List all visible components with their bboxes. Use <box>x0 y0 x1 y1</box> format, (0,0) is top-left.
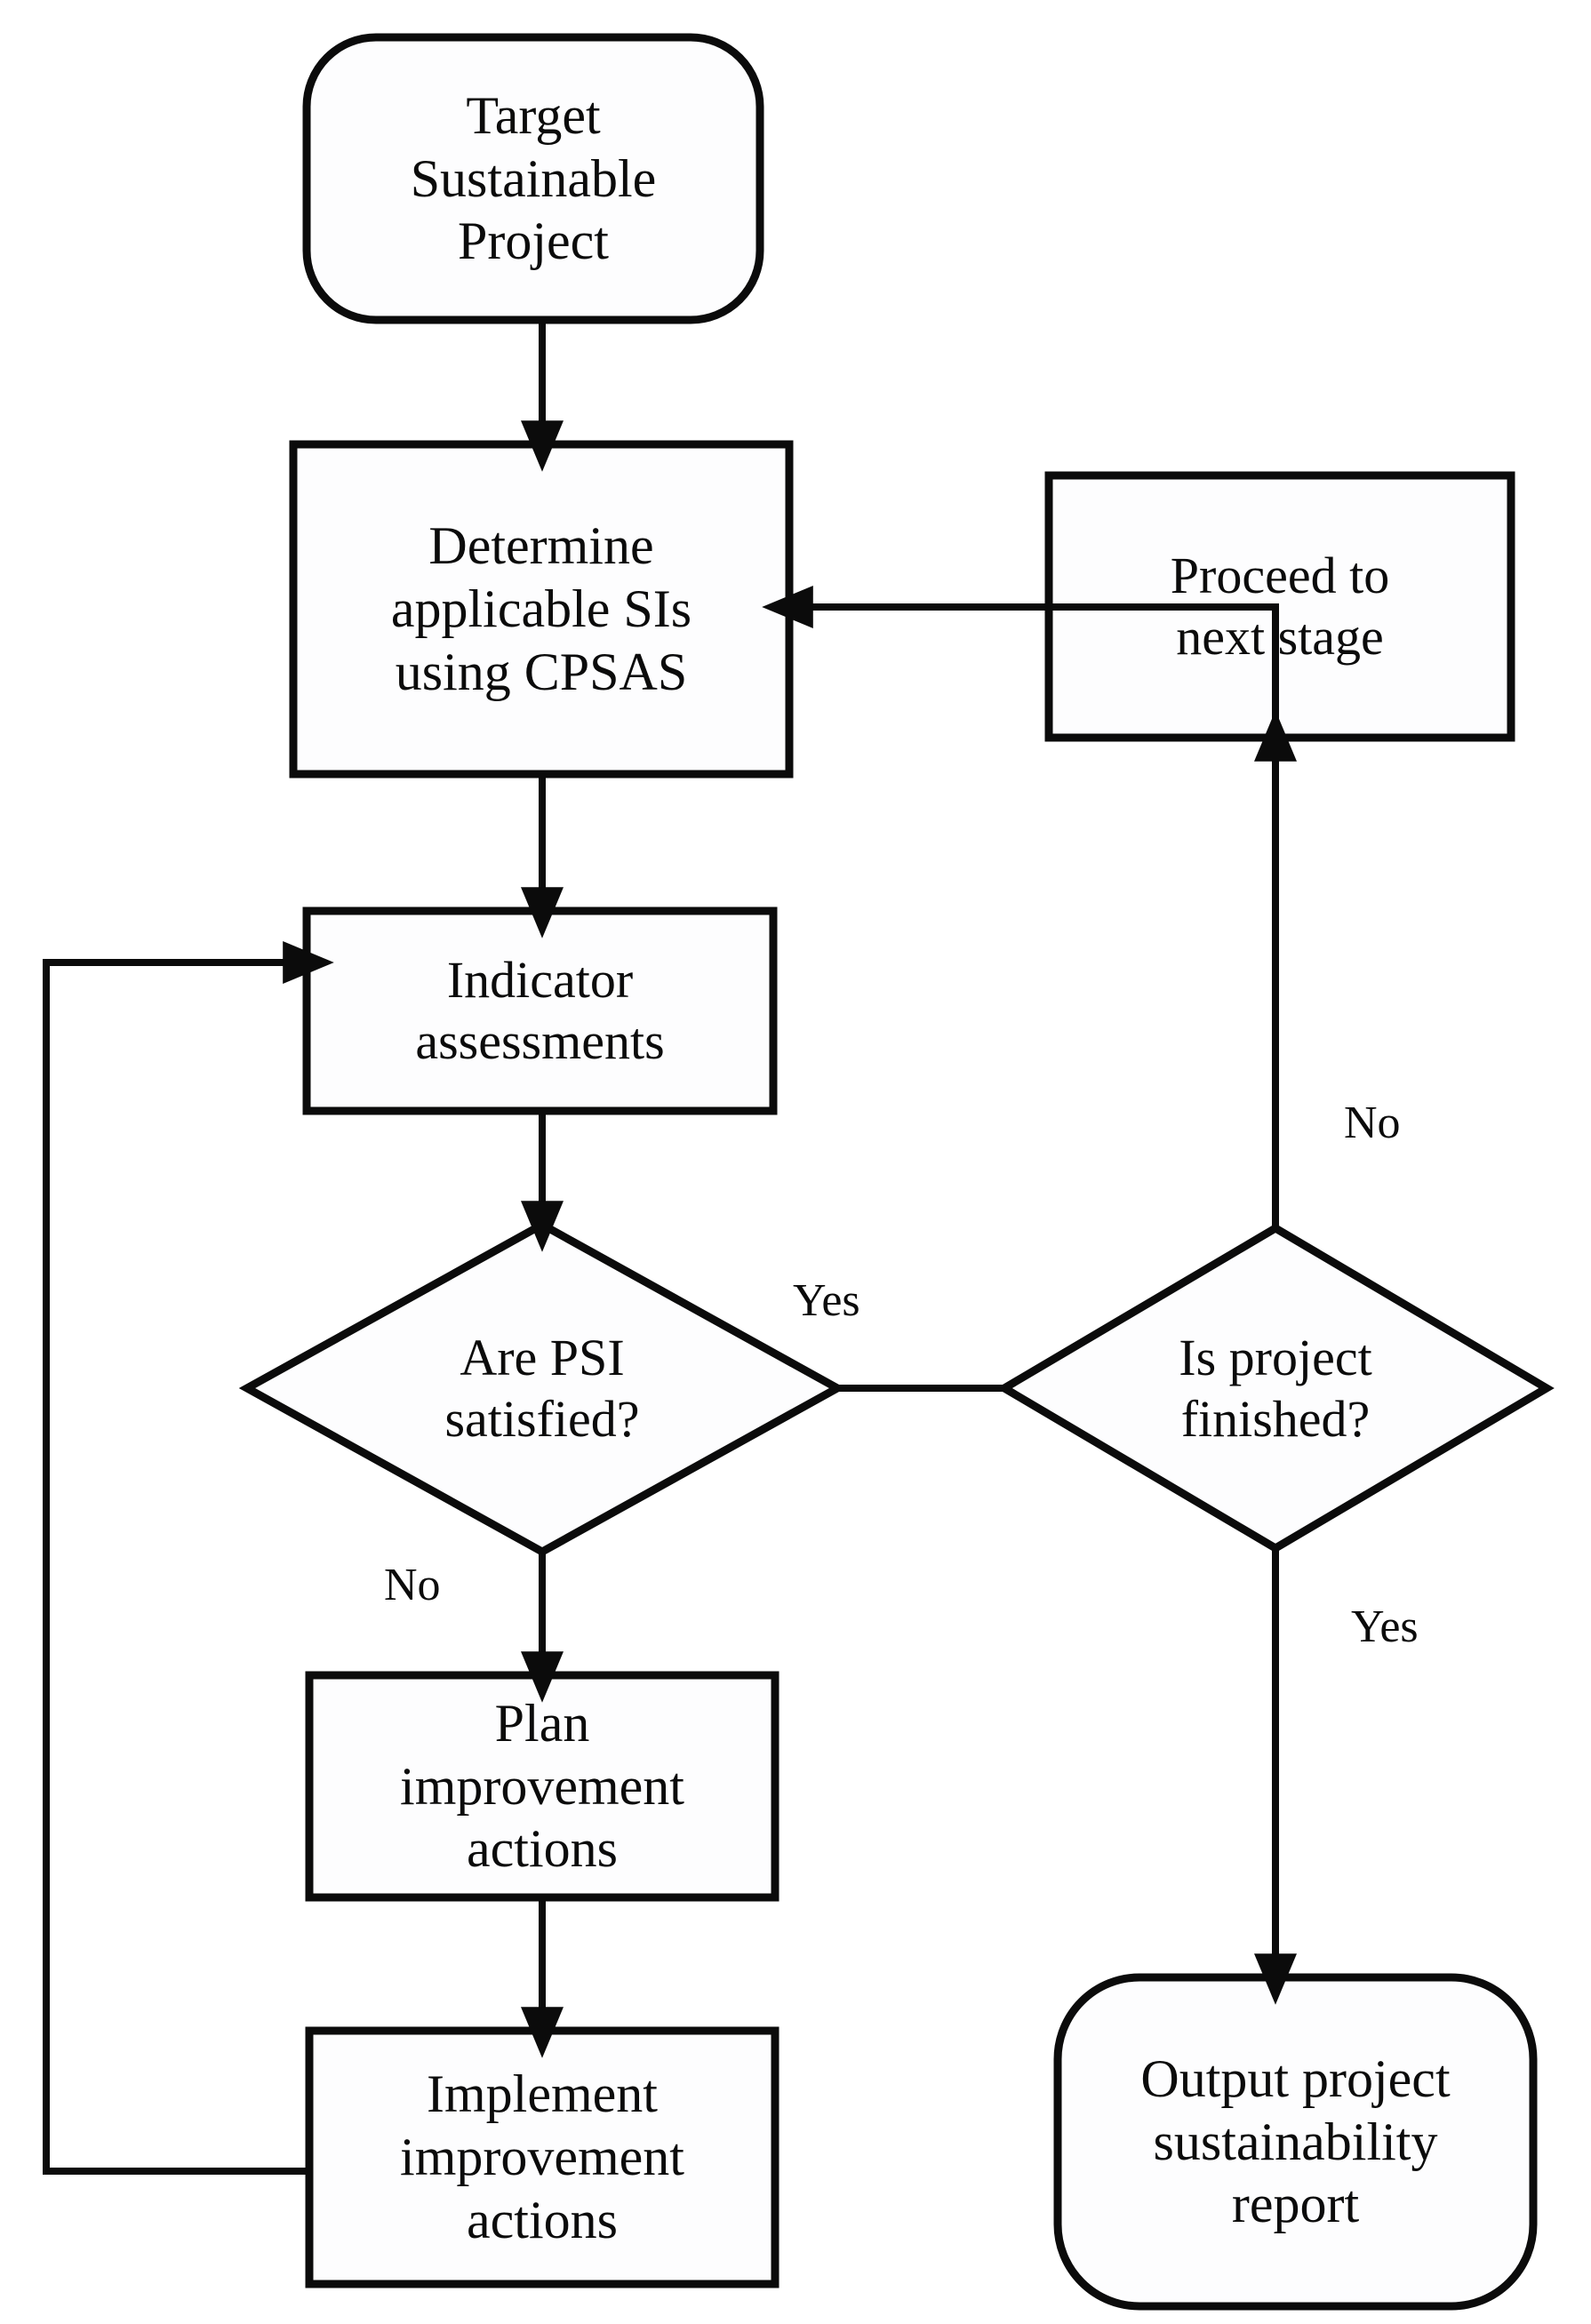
node-shape-target-project[interactable] <box>302 33 764 324</box>
edge-label-psi-yes: Yes <box>793 1275 860 1326</box>
edge-implement-to-indicator <box>43 941 334 2175</box>
edge-label-psi-no: No <box>384 1560 441 1610</box>
edge-label-finished-yes: Yes <box>1351 1601 1419 1652</box>
edge-label-finished-no: No <box>1344 1098 1401 1148</box>
node-shape-output-report[interactable] <box>1053 1973 1538 2311</box>
node-shape-plan-improvement[interactable] <box>305 1671 780 1902</box>
node-shape-implement-improvement[interactable] <box>305 2026 780 2288</box>
node-shape-is-project-finished[interactable] <box>996 1223 1555 1553</box>
node-shape-indicator-assessments[interactable] <box>302 906 778 1115</box>
node-shape-determine-sis[interactable] <box>289 440 794 779</box>
node-shape-are-psi-satisfied[interactable] <box>238 1219 846 1557</box>
edge-proceed-to-determine <box>762 586 1279 738</box>
